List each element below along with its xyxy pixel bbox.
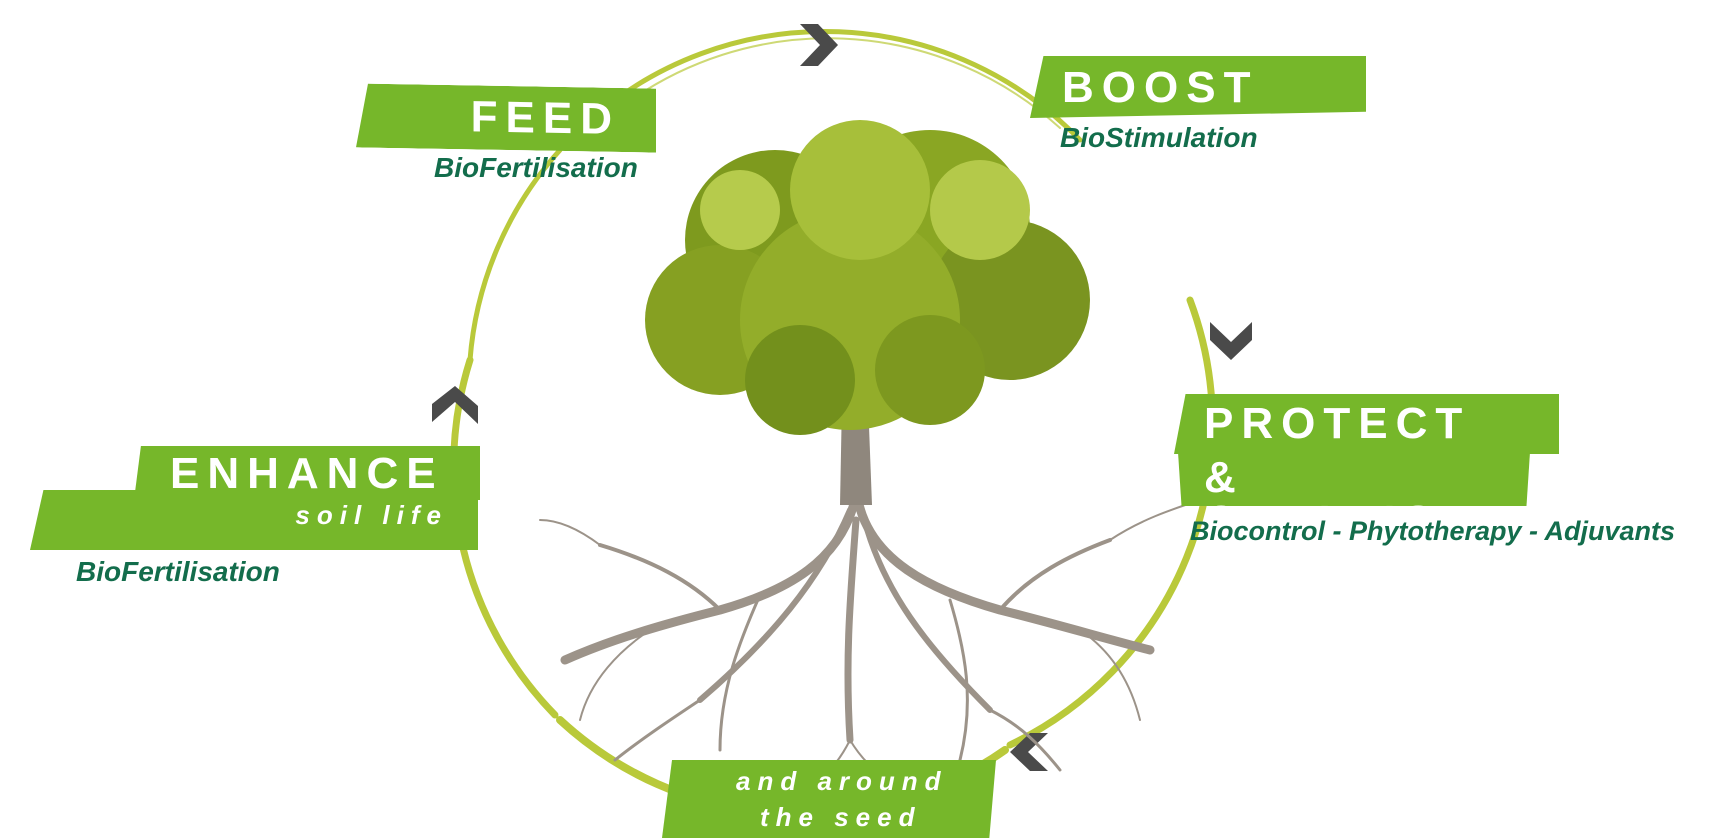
chevron-arrow-icon	[800, 24, 838, 66]
seed-line2: the seed	[760, 802, 922, 832]
tree-canopy	[645, 120, 1090, 435]
protect-title-line2: & OPTIMISE	[1204, 453, 1479, 546]
tree-roots	[539, 495, 1201, 791]
boost-banner: BOOST	[1030, 56, 1366, 118]
chevron-arrow-icon	[1210, 322, 1252, 360]
enhance-title: ENHANCE	[170, 449, 444, 498]
enhance-subtitle: BioFertilisation	[76, 556, 280, 587]
seed-line1: and around	[736, 766, 948, 796]
feed-title: FEED	[470, 92, 620, 144]
boost-title: BOOST	[1062, 63, 1259, 112]
boost-subtitle: BioStimulation	[1060, 122, 1258, 153]
chevron-arrow-icon	[432, 386, 478, 424]
protect-subtitle: Biocontrol - Phytotherapy - Adjuvants	[1190, 516, 1676, 546]
chevron-arrow-icon	[1010, 733, 1048, 771]
feed-banner: FEED	[356, 83, 656, 152]
feed-subtitle: BioFertilisation	[434, 152, 638, 183]
tree-with-roots-illustration	[539, 120, 1201, 791]
optimise-banner: & OPTIMISE	[1178, 452, 1530, 506]
enhance-tagline: soil life	[295, 500, 448, 530]
protect-title-line1: PROTECT	[1204, 399, 1471, 448]
seed-banner: and around the seed	[662, 760, 996, 838]
enhance-banner-bottom: soil life	[30, 490, 478, 550]
protect-banner: PROTECT	[1174, 394, 1559, 454]
